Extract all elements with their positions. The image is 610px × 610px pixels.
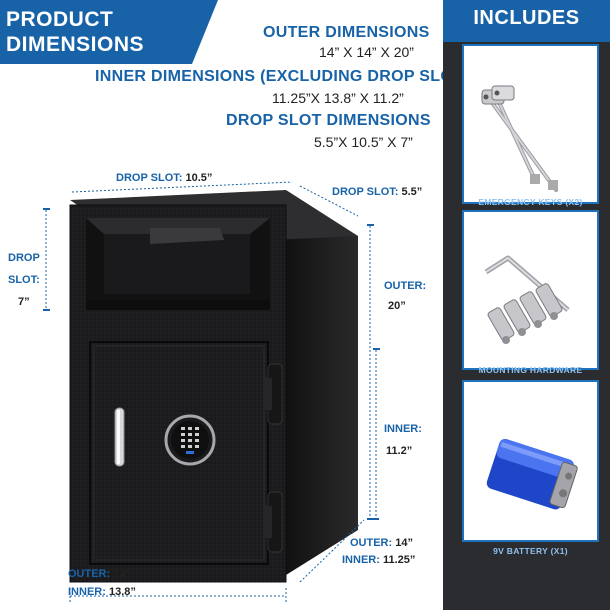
drop-slot-depth-value: 5.5” — [401, 186, 423, 198]
outer-depth-label: OUTER: 14” — [350, 537, 413, 549]
includes-caption-battery: 9V BATTERY (X1) — [493, 546, 568, 556]
safe-illustration — [43, 181, 380, 604]
outer-height-value: 20” — [388, 300, 406, 312]
includes-title: INCLUDES — [473, 7, 580, 29]
includes-item-battery — [462, 380, 599, 542]
drop-slot-dimensions-value: 5.5”X 10.5” X 7” — [314, 134, 413, 150]
drop-slot-hopper — [150, 228, 224, 244]
drop-slot-width-label: DROP SLOT: 10.5” — [116, 172, 213, 184]
inner-width-label: INNER: 13.8” — [68, 586, 136, 598]
keys-icon — [481, 85, 558, 192]
page-title: PRODUCT DIMENSIONS — [6, 7, 144, 57]
drop-slot-depth-label: DROP SLOT: 5.5” — [332, 186, 423, 198]
inner-depth-label: INNER: 11.25” — [342, 554, 416, 566]
inner-dimensions-heading: INNER DIMENSIONS (EXCLUDING DROP SLOT) — [95, 68, 469, 85]
dimension-ticks — [43, 208, 380, 520]
title-line-1: PRODUCT — [6, 8, 114, 31]
inner-width-value: 13.8” — [108, 586, 136, 598]
drop-slot-width-value: 10.5” — [185, 172, 213, 184]
includes-caption-keys: EMERGENCY KEYS (X2) — [478, 197, 583, 207]
drop-slot-height-label: DROP SLOT: 7” — [8, 247, 40, 313]
includes-item-keys — [462, 44, 599, 204]
includes-header: INCLUDES — [443, 0, 610, 42]
inner-height-value: 11.2” — [386, 445, 413, 457]
includes-caption-hardware: MOUNTING HARDWARE — [478, 365, 583, 375]
inner-dimensions-value: 11.25”X 13.8” X 11.2” — [272, 90, 404, 106]
safe-side-panel — [286, 198, 358, 575]
inner-height-label: INNER: 11.2” — [384, 418, 422, 462]
outer-height-label: OUTER: 20” — [384, 276, 426, 316]
drop-slot-dimensions-heading: DROP SLOT DIMENSIONS — [226, 112, 431, 129]
includes-item-hardware — [462, 210, 599, 370]
header-ribbon — [0, 0, 192, 64]
outer-dimensions-value: 14” X 14” X 20” — [319, 44, 414, 60]
inner-depth-value: 11.25” — [382, 554, 416, 566]
title-line-2: DIMENSIONS — [6, 33, 145, 56]
keypad-buttons — [181, 427, 199, 448]
outer-width-label: OUTER: 14” — [68, 568, 131, 580]
outer-dimensions-heading: OUTER DIMENSIONS — [263, 24, 430, 41]
drop-slot-height-value: 7” — [18, 296, 30, 308]
anchor-bolts-icon — [484, 255, 570, 344]
outer-width-value: 14” — [113, 568, 131, 580]
battery-icon — [486, 438, 578, 510]
header-ribbon-notch — [192, 0, 218, 64]
outer-depth-value: 14” — [395, 537, 413, 549]
dimension-lines — [45, 181, 377, 604]
